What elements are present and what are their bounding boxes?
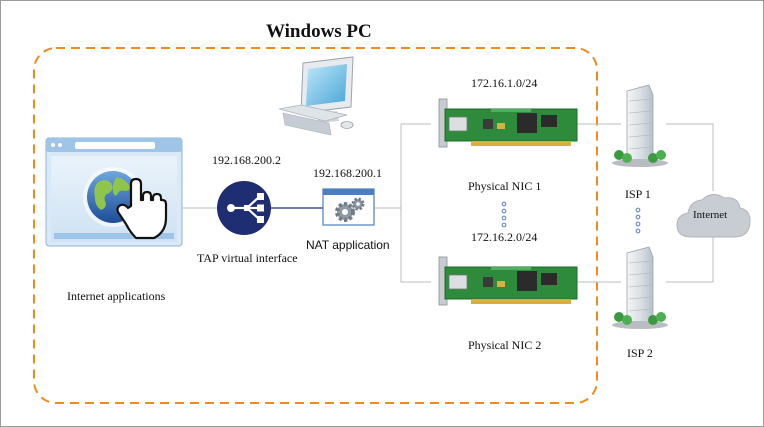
internet-cloud-icon [676,194,751,238]
nic1-label: Physical NIC 1 [468,179,542,193]
browser-globe-icon [45,137,183,247]
tap-label: TAP virtual interface [197,251,298,265]
isp-ellipsis-dots [635,207,641,234]
nic-ellipsis-dots [501,201,507,228]
nat-label: NAT application [306,238,390,252]
link-to-nic1 [400,123,431,208]
link-to-nic2 [400,208,431,283]
tap-interface-icon [217,181,271,235]
isp1-building-icon [612,84,668,167]
nic2-label: Physical NIC 2 [468,338,542,352]
nic1-subnet-label: 172.16.1.0/24 [471,76,538,90]
apps-label: Internet applications [67,289,166,303]
nat-ip-label: 192.168.200.1 [313,166,382,180]
nic2-card-icon [438,256,578,306]
link-isp2-internet [666,237,714,283]
nic2-subnet-label: 172.16.2.0/24 [471,230,538,244]
nic1-card-icon [438,98,578,148]
tap-ip-label: 192.168.200.2 [212,153,281,167]
isp2-building-icon [612,246,668,329]
desktop-computer-icon [278,56,354,136]
isp2-label: ISP 2 [627,346,653,360]
internet-label: Internet [693,209,728,221]
hand-pointer-icon [116,177,168,240]
connection-lines [181,123,714,283]
link-isp1-internet [666,123,714,191]
windows-pc-title: Windows PC [266,21,372,42]
windows-pc-boundary [33,47,598,404]
nat-gears-icon [322,188,375,226]
isp1-label: ISP 1 [625,187,651,201]
